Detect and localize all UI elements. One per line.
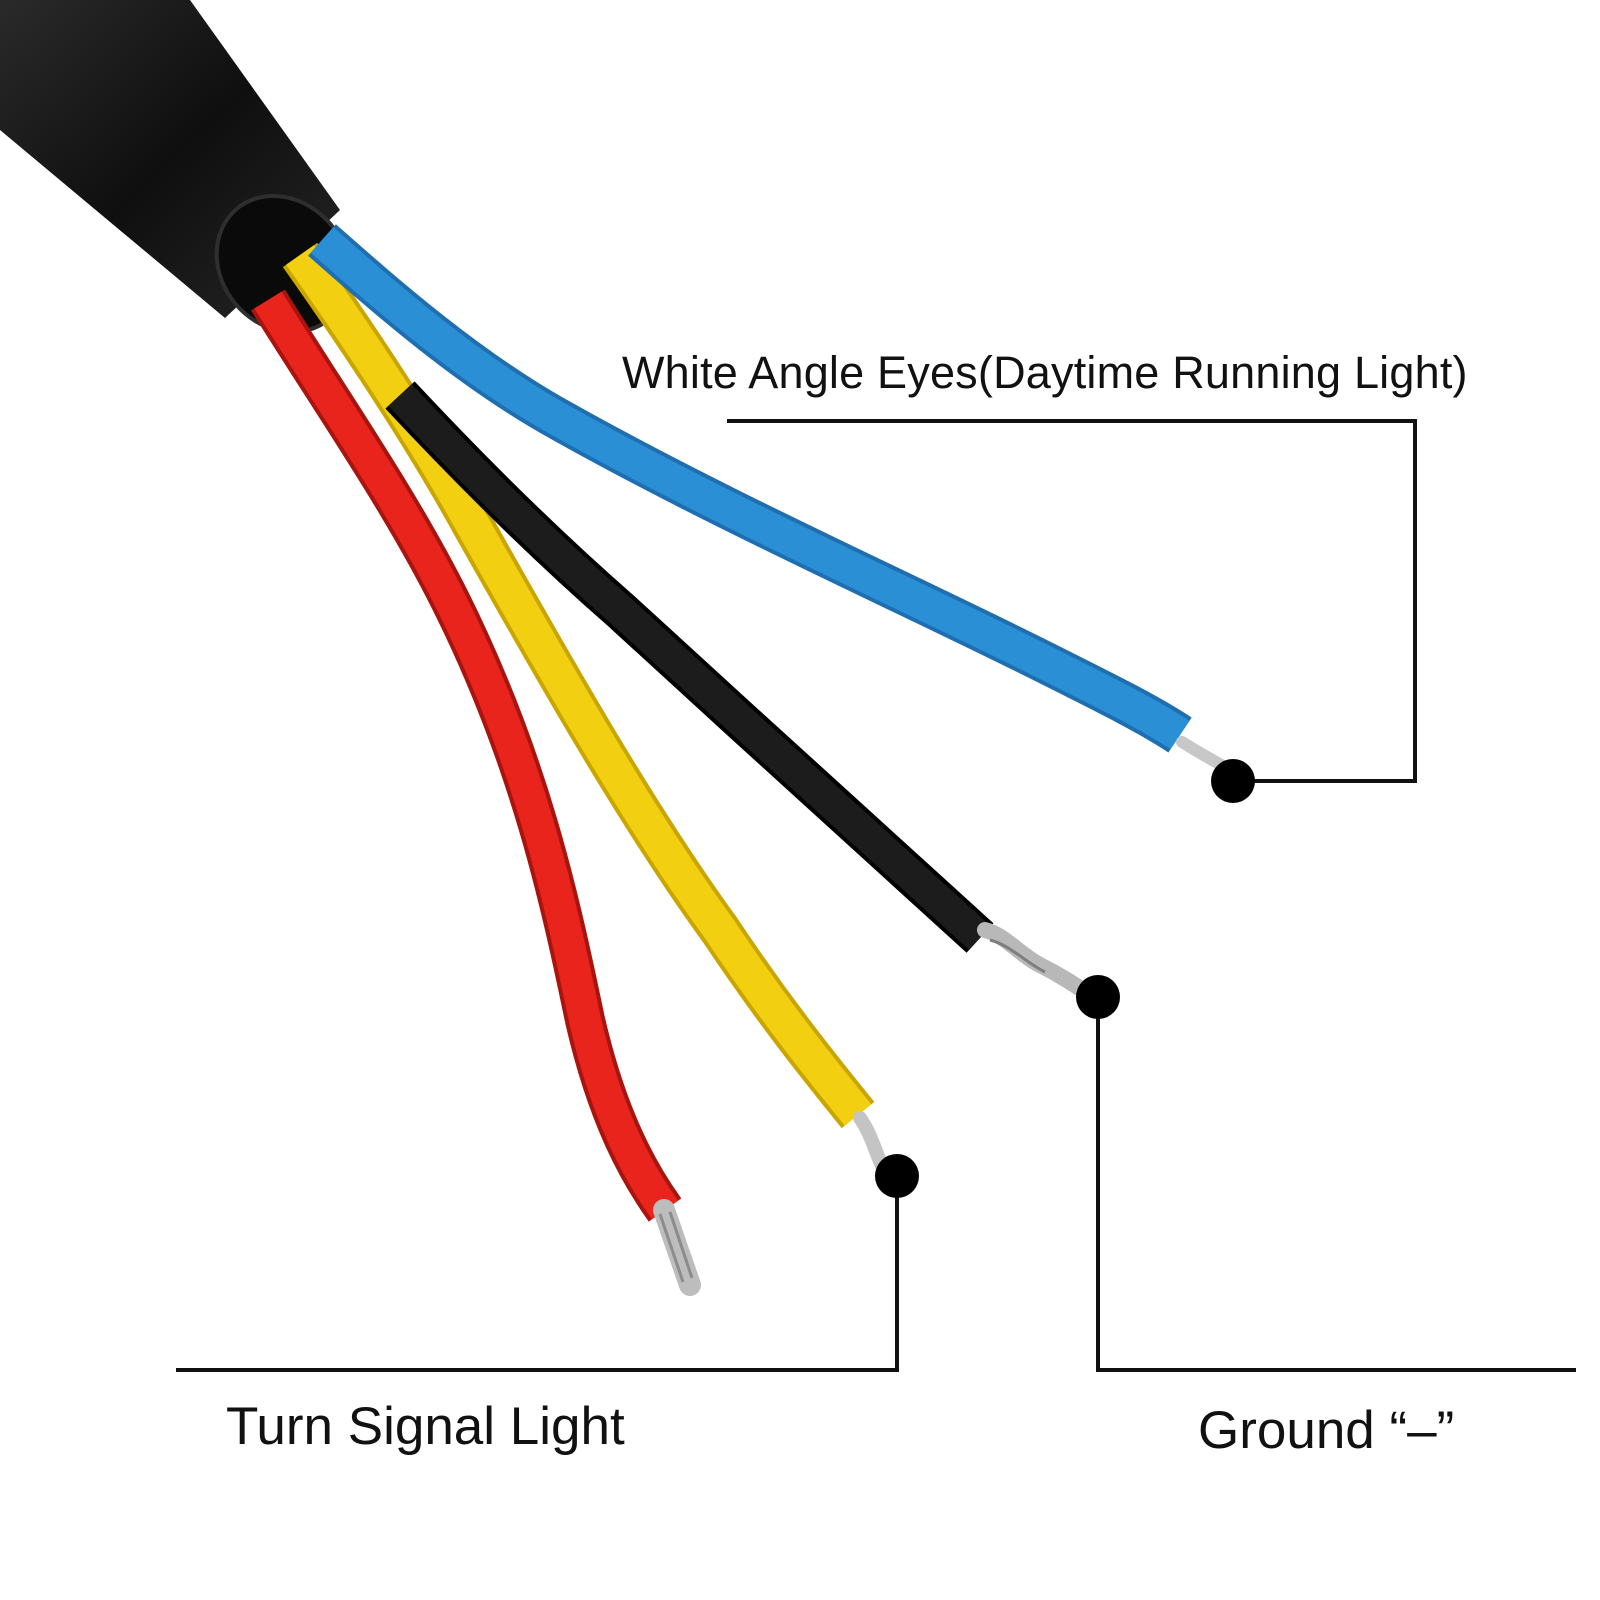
red-wire [251,289,682,1222]
ground-label: Ground “–” [1198,1401,1455,1460]
drl-terminal-dot [1211,759,1255,803]
turn-signal-label: Turn Signal Light [226,1397,625,1456]
drl-label: White Angle Eyes(Daytime Running Light) [622,347,1468,398]
callout-turn-signal [176,1154,919,1372]
yellow-wire [282,242,875,1129]
red-wire-strands [653,1199,701,1296]
black-wire-strands [977,922,1098,1003]
blue-wire [308,224,1192,753]
callout-drl [727,419,1417,803]
black-wire [385,381,994,953]
callout-ground [1076,975,1576,1372]
turn-signal-terminal-dot [875,1154,919,1198]
ground-terminal-dot [1076,975,1120,1019]
